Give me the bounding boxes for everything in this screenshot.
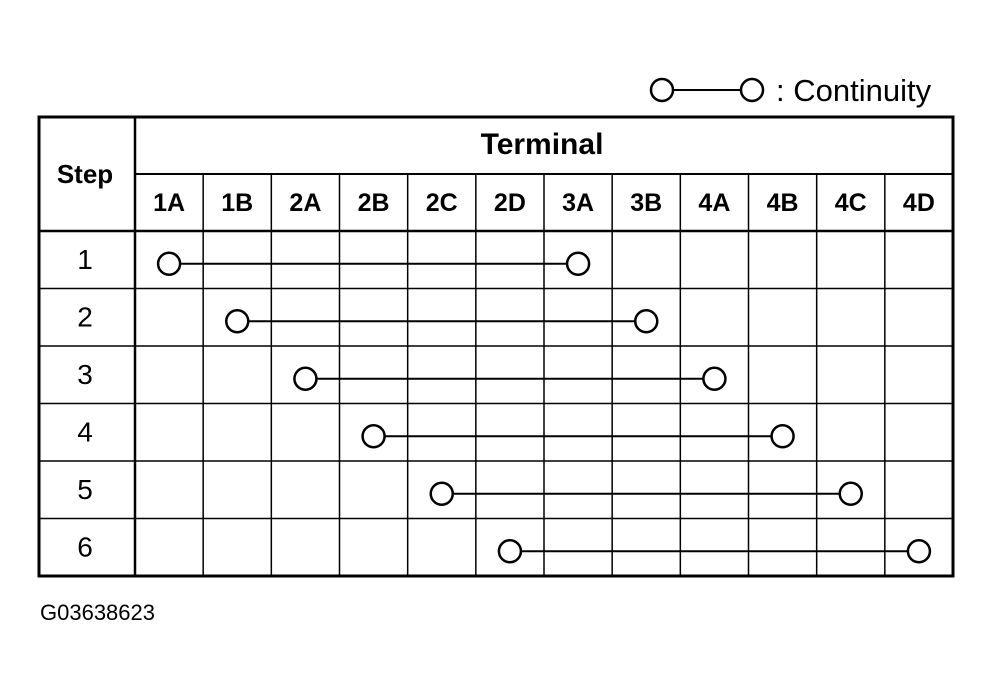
continuity-terminal-circle (838, 481, 863, 506)
continuity-terminal-circle (156, 251, 182, 276)
continuity-terminal-circle (634, 309, 659, 334)
terminal-label: 4D (903, 189, 935, 217)
terminal-label: 4B (767, 189, 799, 217)
continuity-terminal-circle (565, 251, 591, 276)
step-number: 4 (77, 416, 93, 447)
terminal-label: 1A (153, 189, 185, 217)
continuity-terminal-circle (361, 424, 386, 449)
terminal-label: 3A (562, 189, 594, 217)
terminal-header: Terminal (481, 128, 604, 161)
continuity-terminal-circle (702, 366, 727, 391)
terminal-label: 2D (494, 189, 526, 217)
step-number: 2 (77, 301, 93, 332)
continuity-terminal-circle (429, 481, 454, 506)
continuity-link (361, 424, 795, 449)
terminal-label: 2C (426, 189, 458, 217)
terminal-label: 3B (630, 189, 662, 217)
step-header: Step (57, 159, 113, 189)
continuity-terminal-circle (293, 366, 318, 391)
continuity-terminal-circle (497, 539, 523, 564)
continuity-link (497, 539, 932, 564)
legend-circle-right (739, 77, 765, 103)
step-labels: 1 2 3 4 5 6 (77, 244, 93, 563)
legend-circle-left (649, 77, 675, 103)
continuity-terminal-circle (906, 539, 932, 564)
terminal-label: 1B (221, 189, 253, 217)
terminal-label: 2B (358, 189, 390, 217)
terminal-label: 4A (698, 189, 730, 217)
step-number: 3 (77, 359, 93, 390)
table-grid (37, 115, 955, 578)
continuity-link (225, 309, 659, 334)
continuity-link (429, 481, 863, 506)
terminal-label: 2A (289, 189, 321, 217)
continuity-link (156, 251, 591, 276)
terminal-label: 4C (835, 189, 867, 217)
step-number: 1 (77, 244, 93, 275)
step-number: 6 (77, 531, 93, 562)
continuity-connections (156, 251, 932, 564)
legend-label: : Continuity (776, 73, 932, 108)
continuity-terminal-circle (225, 309, 250, 334)
terminal-labels: 1A 1B 2A 2B 2C 2D 3A 3B 4A 4B 4C 4D (153, 189, 935, 217)
continuity-link (293, 366, 727, 391)
legend: : Continuity (649, 73, 932, 108)
step-number: 5 (77, 474, 93, 505)
figure-code: G03638623 (40, 600, 155, 625)
continuity-terminal-circle (770, 424, 795, 449)
